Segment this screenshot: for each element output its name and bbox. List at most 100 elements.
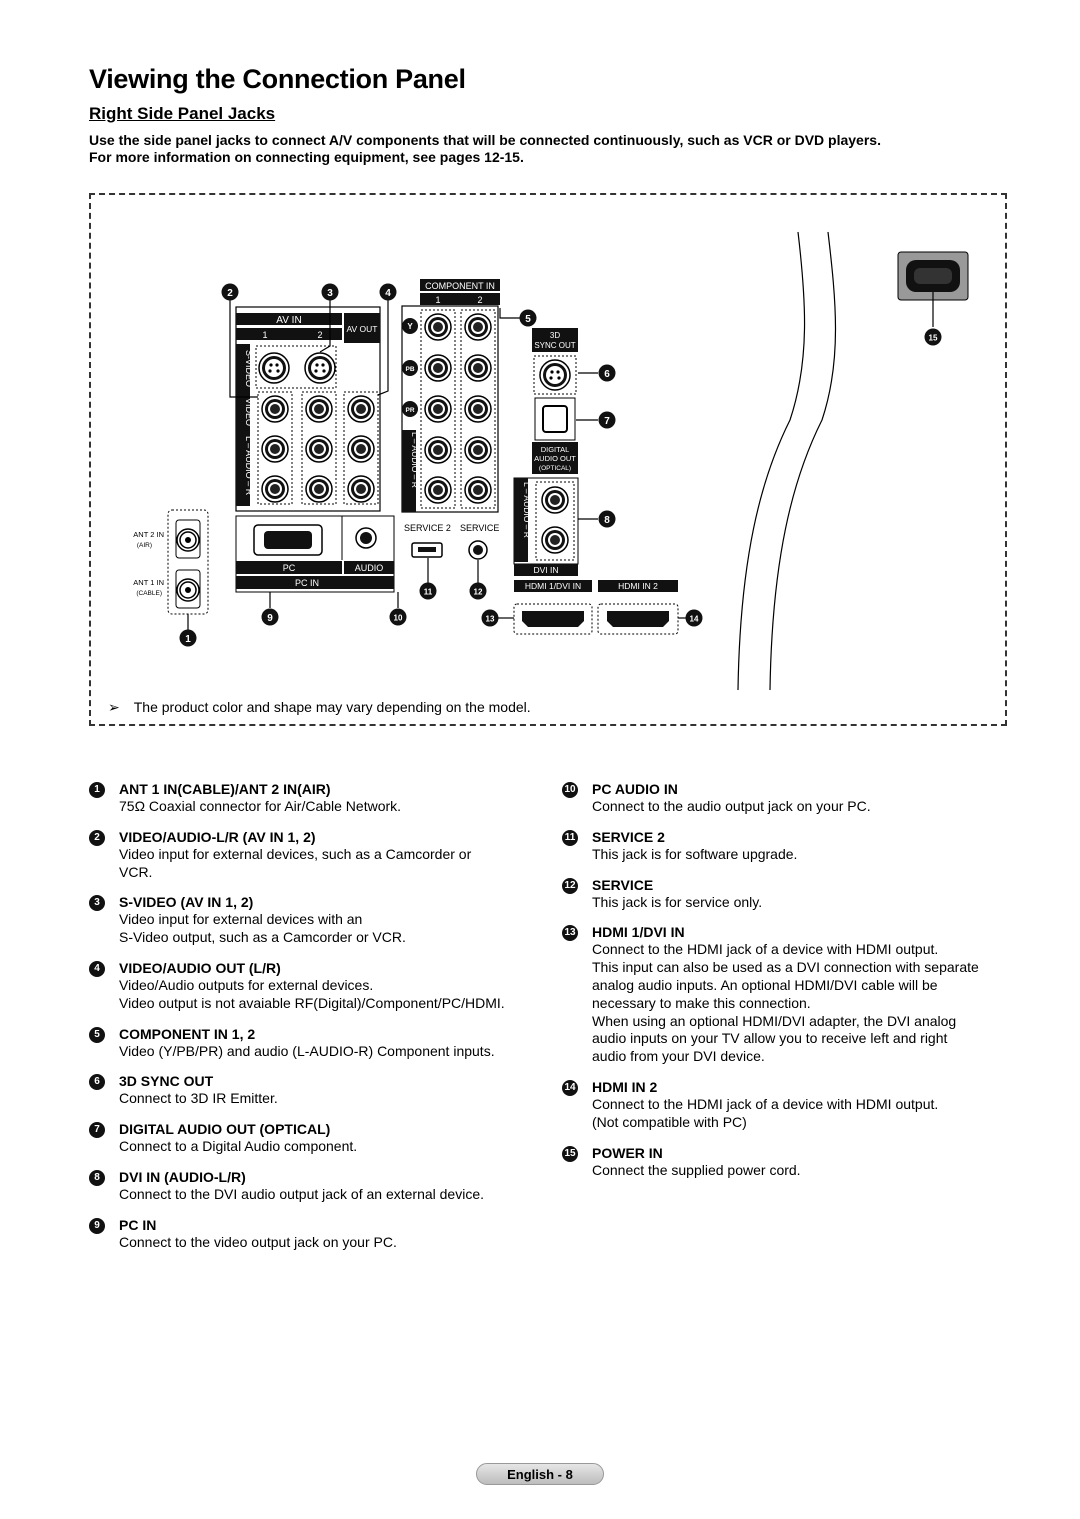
item-description: Connect to the HDMI jack of a device wit…: [592, 1096, 1022, 1132]
comp2-pr-jack[interactable]: [464, 395, 492, 423]
item-number-badge: 14: [562, 1079, 578, 1096]
callout-3: 3: [327, 288, 333, 299]
item-description: Connect to the audio output jack on your…: [592, 798, 1022, 816]
av1-video-jack[interactable]: [261, 395, 289, 423]
item-description-line: Connect to the DVI audio output jack of …: [119, 1185, 485, 1202]
3d-sync-out-jack[interactable]: [539, 359, 571, 391]
callout-11: 11: [424, 588, 433, 597]
comp1-y-jack[interactable]: [424, 313, 452, 341]
page-footer: English - 8: [476, 1463, 604, 1485]
item-description-line: Video input for external devices, such a…: [119, 845, 472, 862]
pr-label: PR: [405, 407, 414, 414]
component-in-block: COMPONENT IN 1 2 Y PB PR L – AUDIO – R: [401, 279, 500, 513]
comp2-pb-jack[interactable]: [464, 354, 492, 382]
comp2-audio-l-jack[interactable]: [464, 436, 492, 464]
av2-audio-l-jack[interactable]: [305, 435, 333, 463]
item-number-badge: 12: [562, 877, 578, 894]
comp1-audio-l-jack[interactable]: [424, 436, 452, 464]
hdmi-block: HDMI 1/DVI IN HDMI IN 2: [513, 580, 679, 635]
optical-jack[interactable]: [542, 405, 568, 433]
av-out-video-jack[interactable]: [347, 395, 375, 423]
item-description: This jack is for service only.: [592, 894, 1022, 912]
connection-panel-diagram: AV IN 1 2 AV OUT S-VIDEO VIDEO L – AUDIO…: [133, 231, 969, 691]
pc-audio-jack[interactable]: [360, 532, 372, 544]
item-description: Video input for external devices, such a…: [119, 846, 529, 882]
digital-audio-out-label: AUDIO OUT: [534, 454, 576, 463]
comp1-pb-jack[interactable]: [424, 354, 452, 382]
digital-label: DIGITAL: [541, 445, 570, 454]
s-video-2-jack[interactable]: [304, 352, 336, 384]
av2-video-jack[interactable]: [305, 395, 333, 423]
item-description-line: When using an optional HDMI/DVI adapter,…: [592, 1012, 957, 1029]
s-video-1-jack[interactable]: [258, 352, 290, 384]
item-description-line: This input can also be used as a DVI con…: [592, 959, 979, 976]
item-description-line: analog audio inputs. An optional HDMI/DV…: [592, 976, 938, 993]
item-description-line: Video/Audio outputs for external devices…: [119, 976, 374, 993]
product-note: ➢The product color and shape may vary de…: [108, 699, 531, 716]
pb-label: PB: [405, 366, 414, 373]
ant1-cable-jack[interactable]: [176, 578, 200, 602]
pc-label: PC: [283, 563, 296, 573]
callout-5: 5: [525, 314, 531, 325]
item-description: Video/Audio outputs for external devices…: [119, 977, 529, 1013]
comp2-y-jack[interactable]: [464, 313, 492, 341]
item-description: Connect to a Digital Audio component.: [119, 1138, 529, 1156]
ant2-air-jack[interactable]: [176, 528, 200, 552]
hdmi1-jack[interactable]: [522, 611, 584, 627]
y-label: Y: [407, 322, 413, 331]
page-title: Viewing the Connection Panel: [89, 64, 466, 94]
sync-optical-dvi-block: 3D SYNC OUT DIGITAL AUDIO OUT (OPTICAL) …: [513, 328, 579, 576]
av1-audio-l-jack[interactable]: [261, 435, 289, 463]
av2-audio-r-jack[interactable]: [305, 475, 333, 503]
item-number-badge: 11: [562, 829, 578, 846]
ant1-sub-label: (CABLE): [136, 590, 162, 597]
dvi-audio-r-jack[interactable]: [541, 526, 569, 554]
item-description: Connect to the HDMI jack of a device wit…: [592, 941, 1022, 1066]
av-out-audio-r-jack[interactable]: [347, 475, 375, 503]
service-jack[interactable]: [473, 545, 483, 555]
sync-3d-label: 3D: [550, 331, 560, 340]
note-text: The product color and shape may vary dep…: [133, 699, 531, 715]
tv-side-profile: [737, 231, 837, 691]
callouts: 1 2 3 4 5 6 7 8 9 10 11 12 13 14 15: [179, 283, 942, 647]
callout-2: 2: [227, 288, 233, 299]
item-number-badge: 8: [89, 1169, 105, 1186]
item-title: PC AUDIO IN: [592, 781, 678, 797]
item-description-line: audio from your DVI device.: [592, 1048, 765, 1065]
dvi-audio-l-jack[interactable]: [541, 486, 569, 514]
component-audio-label: L – AUDIO – R: [410, 432, 420, 488]
sync-out-label: SYNC OUT: [534, 341, 575, 350]
callout-12: 12: [474, 588, 483, 597]
comp2-audio-r-jack[interactable]: [464, 476, 492, 504]
s-video-label: S-VIDEO: [244, 350, 254, 387]
item-description: Connect to 3D IR Emitter.: [119, 1090, 529, 1108]
item-number-badge: 5: [89, 1026, 105, 1043]
av-out-audio-l-jack[interactable]: [347, 435, 375, 463]
item-number-badge: 15: [562, 1145, 578, 1162]
comp1-pr-jack[interactable]: [424, 395, 452, 423]
item-description-line: VCR.: [119, 863, 153, 880]
hdmi1-label: HDMI 1/DVI IN: [525, 581, 581, 591]
item-number-badge: 1: [89, 782, 105, 798]
hdmi2-jack[interactable]: [607, 611, 669, 627]
item-description-line: necessary to make this connection.: [592, 994, 811, 1011]
item-title: S-VIDEO (AV IN 1, 2): [119, 894, 254, 911]
component-col1: 1: [435, 295, 440, 305]
item-description-line: Video output is not avaiable RF(Digital)…: [119, 994, 505, 1011]
item-description-line: Video input for external devices with an: [119, 911, 363, 928]
comp1-audio-r-jack[interactable]: [424, 476, 452, 504]
dvi-in-label: DVI IN: [533, 565, 558, 575]
item-description-line: This jack is for software upgrade.: [592, 845, 798, 862]
av1-audio-r-jack[interactable]: [261, 475, 289, 503]
audio-lr-label: L – AUDIO – R: [244, 436, 254, 496]
